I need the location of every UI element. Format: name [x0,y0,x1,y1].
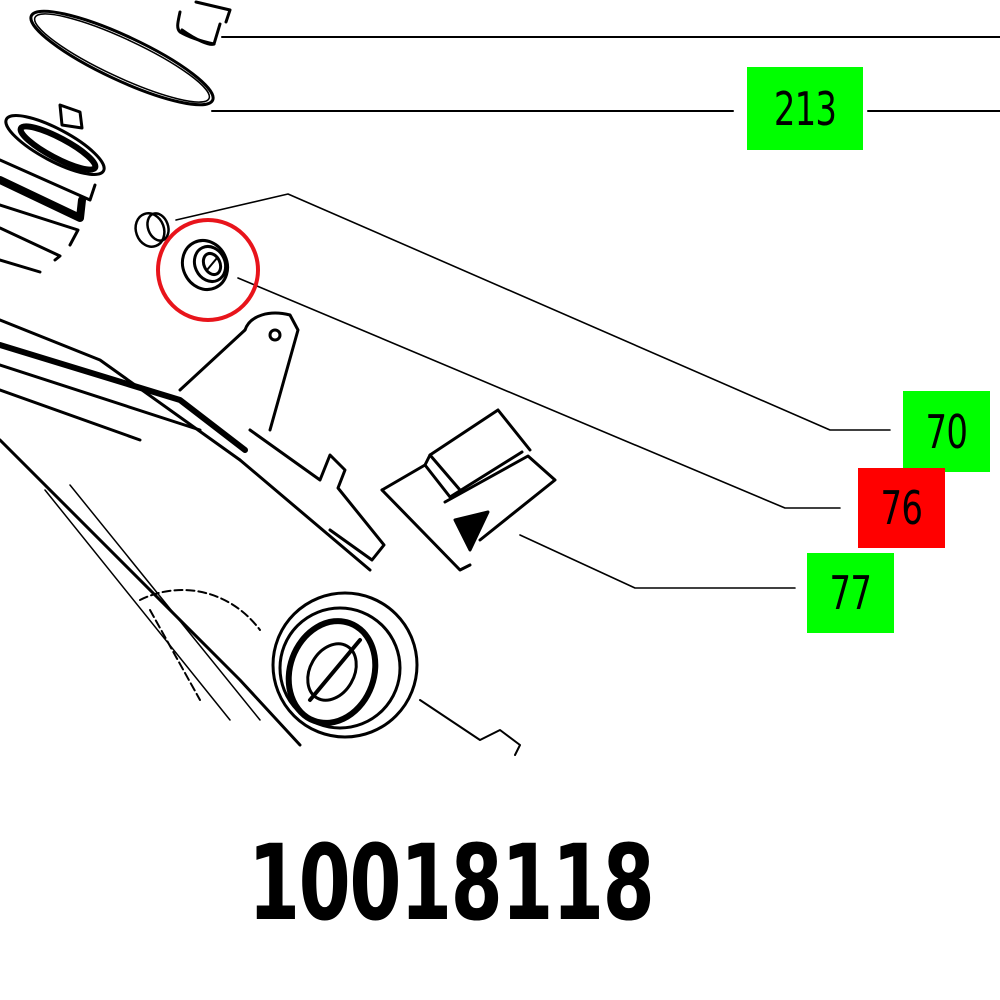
part-number-text: 10018118 [248,822,655,944]
bushing-part [134,212,170,248]
arm-housing-part [0,311,386,747]
callout-label: 213 [773,81,837,136]
highlight-circle [156,218,260,322]
part-number: 10018118 [248,828,688,938]
callout-label: 76 [880,481,923,535]
callout-label: 70 [925,404,968,459]
callout-70[interactable]: 70 [903,391,990,472]
o-ring-part [29,9,215,107]
callout-213[interactable]: 213 [747,67,863,150]
bearing-part [180,239,230,291]
leader-lines [175,36,1000,589]
clip-part [380,408,557,572]
callout-label: 77 [829,566,872,620]
hub-part [271,591,521,756]
callout-76-selected[interactable]: 76 [858,468,945,548]
disc-assembly-part [0,103,106,274]
sleeve-part [176,0,232,46]
callout-77[interactable]: 77 [807,553,894,633]
exploded-parts-drawing [0,0,1000,756]
